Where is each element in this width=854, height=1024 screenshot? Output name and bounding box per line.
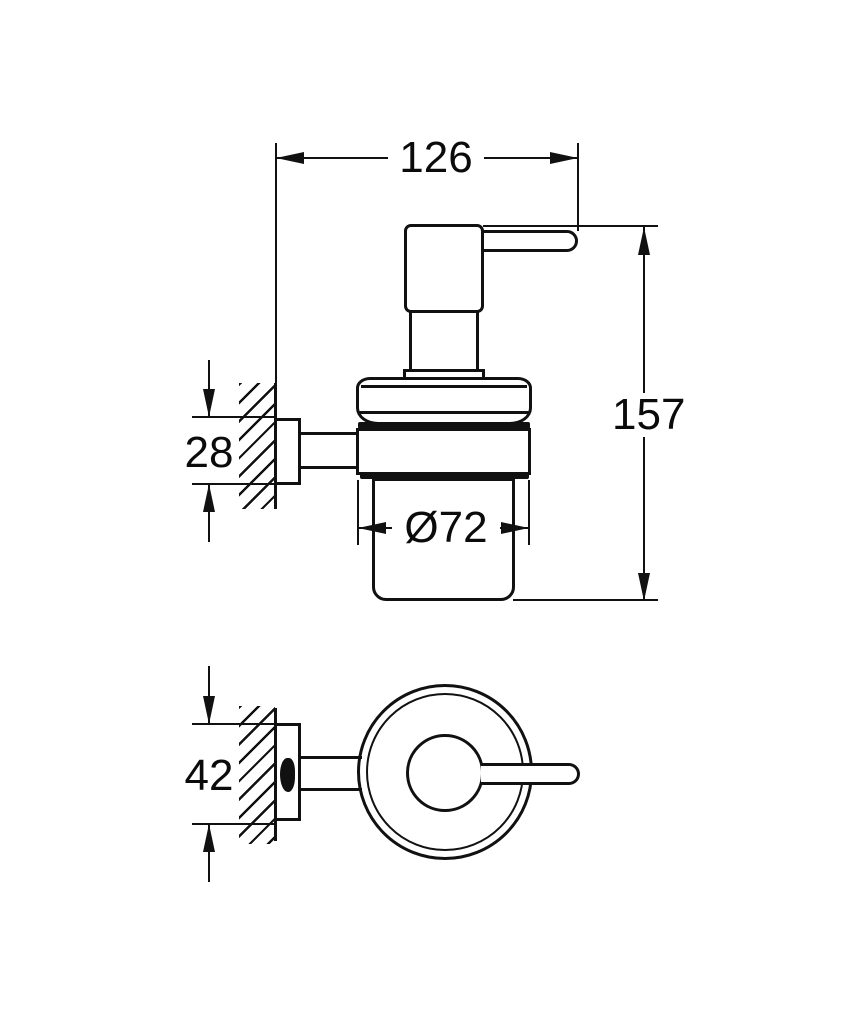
pump-spout-top-view [481, 763, 580, 785]
arrowhead-42-top [203, 696, 215, 724]
wall-bracket-side-view [274, 418, 301, 485]
dimension-28-label: 28 [184, 428, 234, 477]
dimension-126-label: 126 [388, 136, 484, 180]
dimension-leader-28-bottom [208, 484, 210, 542]
arrowhead-157-top [638, 227, 650, 255]
pump-stem [409, 310, 479, 374]
dimension-42-label: 42 [184, 751, 234, 800]
pump-head-circle [406, 734, 484, 812]
extension-line-28-top [192, 416, 275, 418]
mounting-arm-top-view [298, 756, 362, 791]
extension-line-wall-top [275, 143, 277, 385]
extension-line-157-bottom [513, 599, 658, 601]
arrowhead-28-bottom [203, 484, 215, 512]
extension-line-42-top [192, 723, 276, 725]
extension-line-72-left [357, 480, 359, 545]
dimension-157-label: 157 [608, 393, 688, 437]
holder-ring-bottom-band [360, 472, 529, 479]
arrowhead-157-bottom [638, 573, 650, 601]
arrowhead-72-right [501, 522, 529, 534]
arrowhead-42-bottom [203, 824, 215, 852]
holder-ring [356, 428, 531, 475]
dimension-leader-28-top [208, 360, 210, 417]
dimension-leader-42-top [208, 666, 210, 724]
dimension-leader-42-bottom [208, 824, 210, 882]
screw-hole [280, 758, 295, 792]
extension-line-157-top [483, 225, 658, 227]
pump-spout [478, 230, 578, 252]
pump-head [404, 224, 484, 313]
arrowhead-72-left [358, 522, 386, 534]
extension-line-42-bottom [192, 823, 276, 825]
bottle-shoulder-detail-line-upper [361, 385, 527, 388]
arrowhead-28-top [203, 389, 215, 417]
mounting-arm-side-view [297, 432, 359, 469]
wall-hatching-side-view [239, 383, 275, 509]
extension-line-72-right [528, 480, 530, 545]
holder-ring-top-band [358, 422, 530, 429]
extension-line-126-right [577, 143, 579, 231]
wall-hatching-top-view [239, 706, 275, 844]
bottle-shoulder-detail-line-lower [358, 411, 530, 414]
extension-line-28-bottom [192, 483, 275, 485]
arrowhead-126-left [276, 152, 304, 164]
arrowhead-126-right [550, 152, 578, 164]
dimension-72-label: Ø72 [392, 506, 500, 550]
